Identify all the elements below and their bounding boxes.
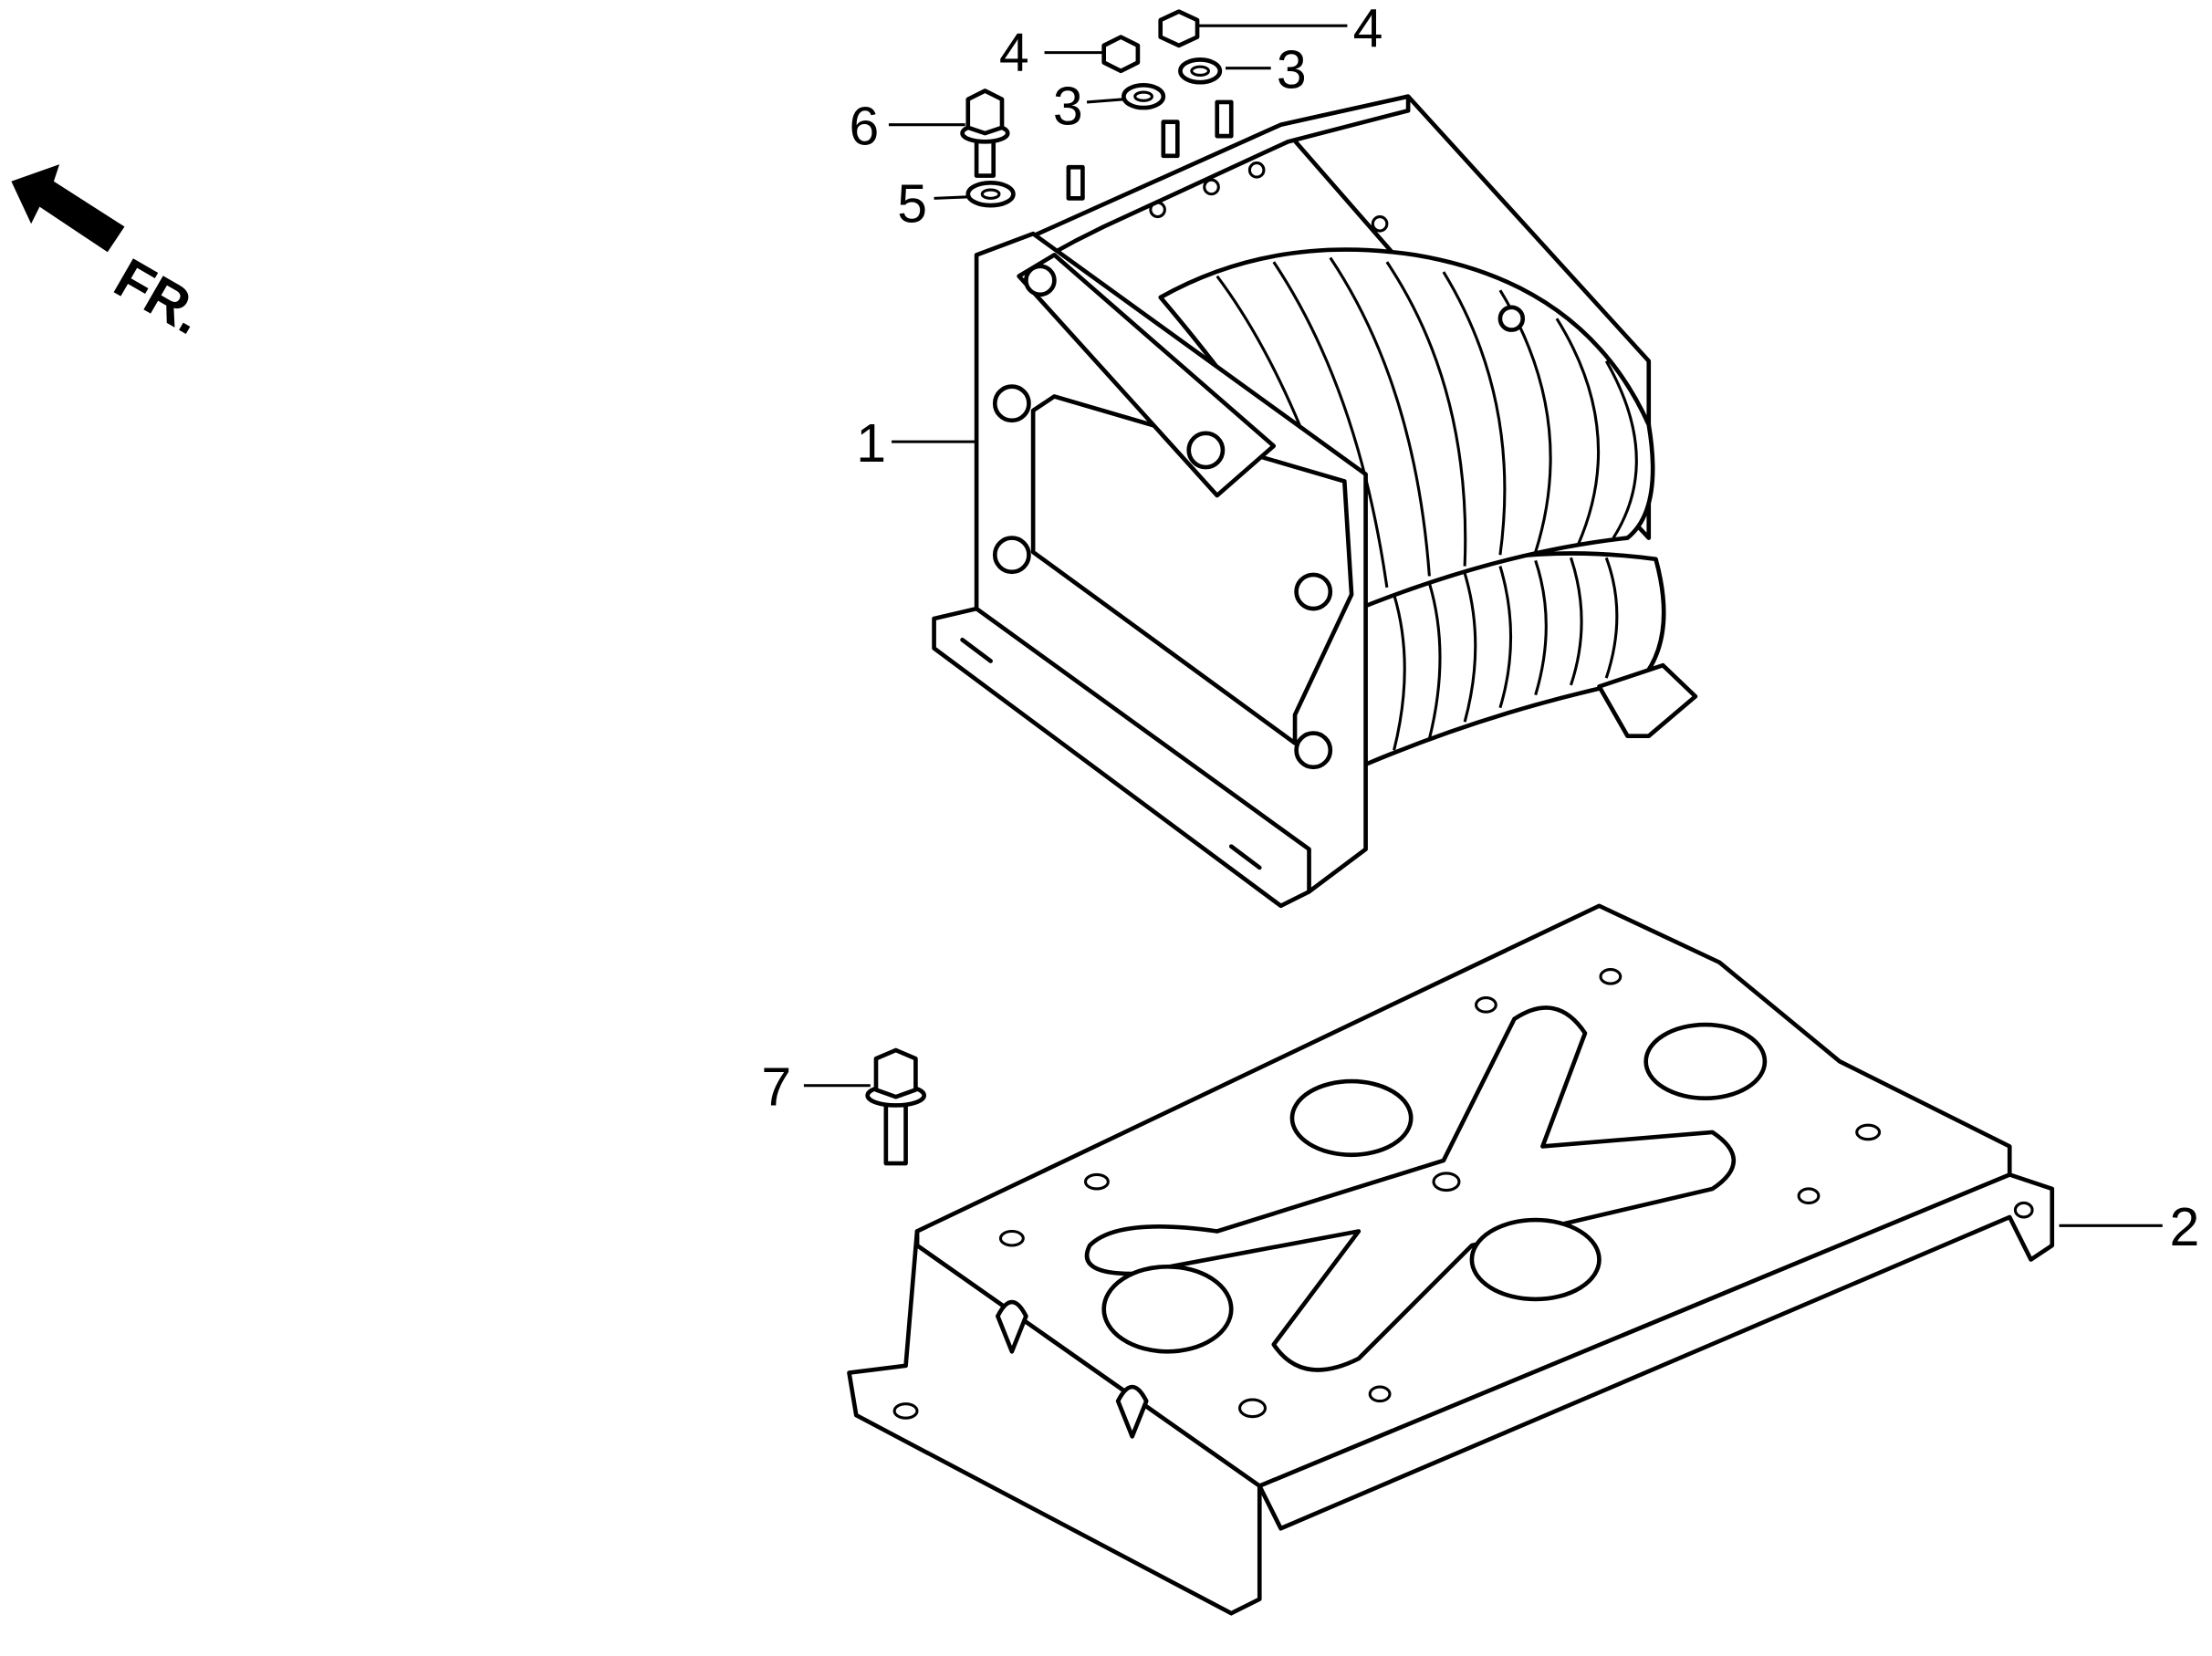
- callout-3-right: 3: [1226, 40, 1307, 99]
- callout-2: 2: [2059, 1198, 2199, 1257]
- svg-text:5: 5: [897, 175, 927, 234]
- front-direction-label: FR.: [104, 247, 214, 348]
- nut-4-left: [1101, 35, 1141, 74]
- reactor-assembly: [932, 94, 1698, 909]
- frame-nuts: [992, 264, 1526, 770]
- svg-text:1: 1: [856, 414, 886, 474]
- svg-text:3: 3: [1277, 40, 1307, 99]
- callout-6: 6: [850, 97, 965, 156]
- mounting-holes: [892, 968, 2034, 1420]
- callout-7: 7: [761, 1057, 871, 1117]
- callout-1: 1: [856, 414, 977, 474]
- front-direction-arrow-icon: FR.: [11, 164, 214, 347]
- flange-bolt-7: [865, 1047, 927, 1166]
- base-plate: [847, 903, 2055, 1616]
- callout-5: 5: [897, 175, 968, 234]
- svg-text:2: 2: [2169, 1198, 2199, 1257]
- terminal-studs: [1066, 99, 1234, 201]
- washer-5: [965, 180, 1016, 208]
- flange-bolt-6: [960, 89, 1010, 178]
- svg-text:6: 6: [850, 97, 880, 156]
- nut-4-right: [1158, 9, 1200, 48]
- callout-4-right: 4: [1197, 0, 1382, 58]
- spring-washer-3-right: [1178, 57, 1223, 85]
- svg-text:4: 4: [1353, 0, 1383, 58]
- spring-washer-3-left: [1122, 82, 1166, 110]
- svg-text:4: 4: [999, 24, 1029, 83]
- svg-text:7: 7: [761, 1057, 791, 1117]
- callout-3-left: 3: [1053, 78, 1124, 137]
- svg-text:3: 3: [1053, 78, 1083, 137]
- coil-lower: [1356, 551, 1666, 767]
- callout-4-left: 4: [999, 24, 1104, 83]
